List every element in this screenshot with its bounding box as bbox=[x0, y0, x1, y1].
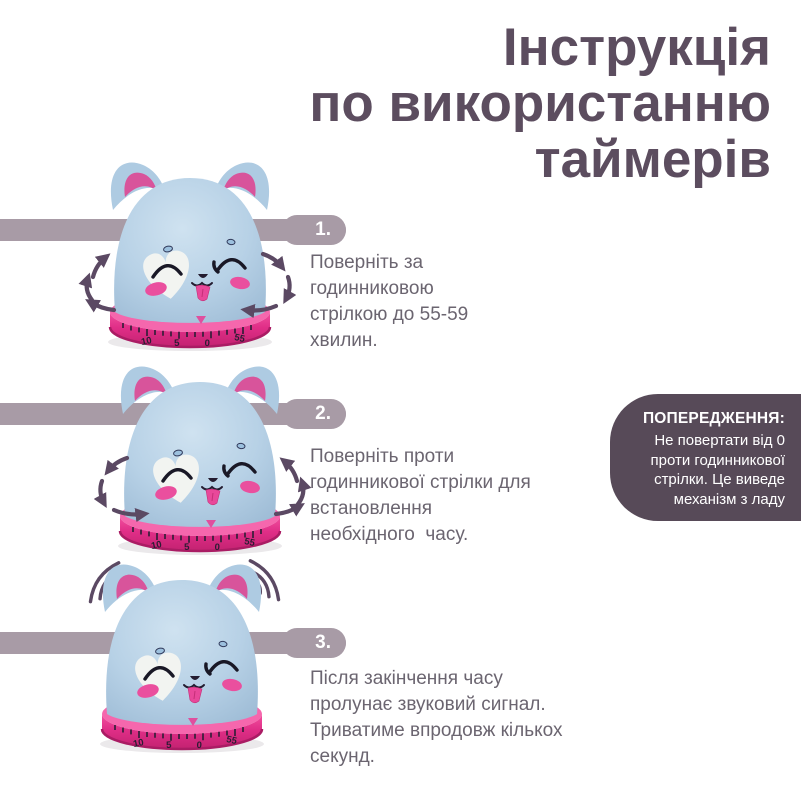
cat-timer-icon bbox=[98, 562, 266, 755]
step-2-number: 2. bbox=[315, 403, 331, 424]
step-3-number-badge: 3. bbox=[282, 628, 346, 658]
warning-heading: ПОПЕРЕДЖЕННЯ: bbox=[642, 410, 785, 427]
cat-timer-illustration-1 bbox=[35, 160, 305, 353]
step-3-number: 3. bbox=[315, 632, 331, 653]
cat-timer-illustration-3 bbox=[27, 552, 297, 755]
step-1-number: 1. bbox=[315, 219, 331, 240]
step-1-number-badge: 1. bbox=[282, 215, 346, 245]
cat-timer-illustration-2 bbox=[45, 364, 315, 557]
page-title: Інструкція по використанню таймерів bbox=[309, 18, 771, 189]
step-2-number-badge: 2. bbox=[282, 399, 346, 429]
warning-text: Не повертати від 0 проти годинникової ст… bbox=[650, 432, 785, 508]
cat-timer-icon bbox=[116, 364, 284, 557]
step-2-text: Поверніть проти годинникової стрілки для… bbox=[310, 446, 531, 545]
warning-box: ПОПЕРЕДЖЕННЯ: Не повертати від 0 проти г… bbox=[610, 394, 801, 521]
step-3-text: Після закінчення часу пролунає звуковий … bbox=[310, 668, 563, 767]
cat-timer-icon bbox=[106, 160, 274, 353]
step-1-text: Поверніть за годинниковою стрілкою до 55… bbox=[310, 252, 469, 351]
